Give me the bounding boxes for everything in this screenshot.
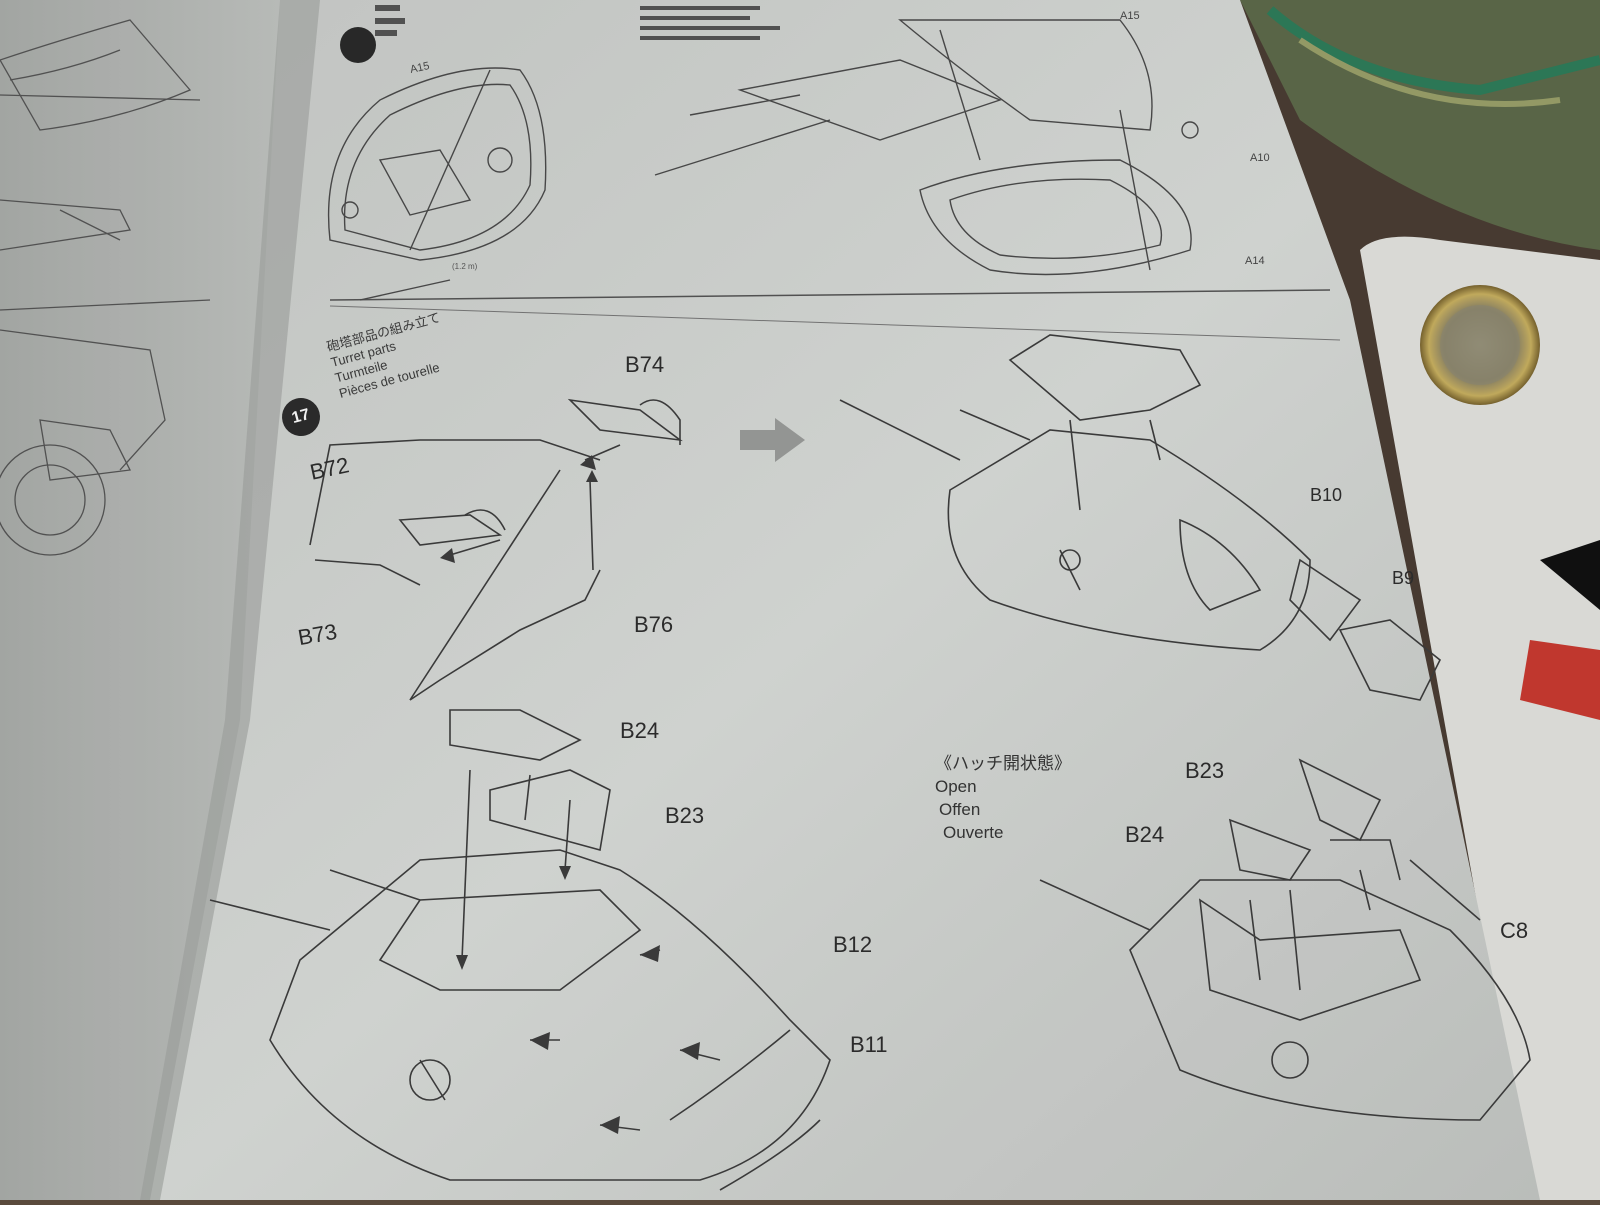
label-b23: B23 <box>665 803 705 828</box>
turret-top-view-drawing <box>327 67 547 301</box>
label-b10: B10 <box>1310 485 1343 505</box>
handrail-assembly-drawing <box>309 398 683 701</box>
step16-badge <box>340 27 376 63</box>
left-page <box>0 0 330 1200</box>
open-title-jp: 《ハッチ開状態》 <box>935 754 1071 773</box>
label-b74: B74 <box>625 352 665 377</box>
label-a15: A15 <box>1120 10 1140 22</box>
label-b9: B9 <box>1392 568 1415 588</box>
next-step-arrow <box>740 418 805 462</box>
label-b24: B24 <box>620 718 660 743</box>
cup-contents <box>1240 0 1600 250</box>
instruction-text-lines <box>375 5 780 40</box>
open-en: Open <box>935 777 977 796</box>
red-object <box>1520 640 1600 720</box>
white-object <box>1360 236 1600 1200</box>
label-b11: B11 <box>850 1032 888 1057</box>
label-measure: (1.2 m) <box>452 262 478 271</box>
label-b23-open: B23 <box>1185 758 1225 783</box>
lower-arrows <box>456 866 700 1134</box>
label-a14: A14 <box>1245 255 1265 267</box>
label-b12: B12 <box>833 932 873 957</box>
left-page-drawings <box>0 19 211 556</box>
label-c8: C8 <box>1500 918 1529 943</box>
open-fr: Ouverte <box>943 823 1004 842</box>
manual-page <box>150 0 1540 1200</box>
open-de: Offen <box>939 800 981 819</box>
label-a10: A10 <box>1250 152 1270 164</box>
open-state-caption: 《ハッチ開状態》 Open Offen Ouverte <box>935 752 1071 844</box>
label-b76: B76 <box>634 612 674 637</box>
assembly-arrows <box>440 455 598 563</box>
label-b24-open: B24 <box>1125 822 1165 847</box>
turret-hatch-assembly-drawing <box>839 334 1442 701</box>
open-hatch-drawing <box>1039 758 1531 1121</box>
section-divider <box>329 289 1331 301</box>
turret-exploded-top-drawing <box>654 19 1199 276</box>
